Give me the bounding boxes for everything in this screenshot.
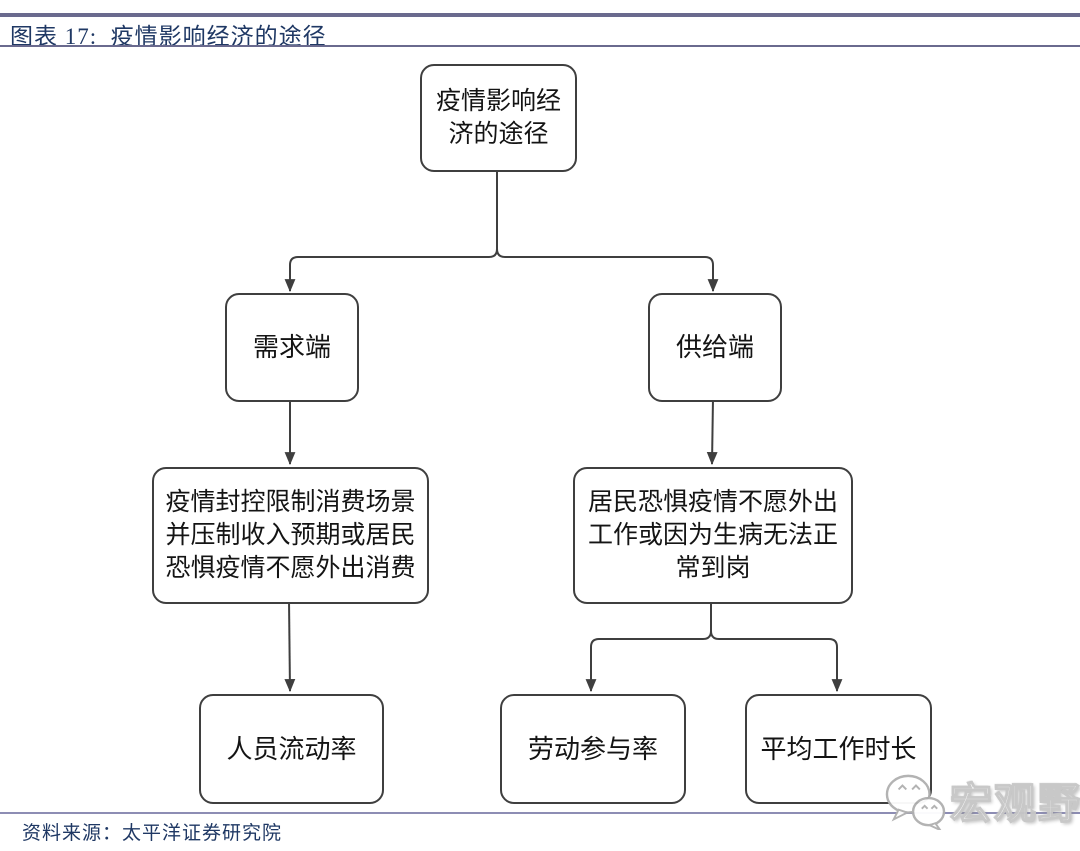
watermark-label: 宏观野望 xyxy=(949,779,1080,828)
source-note: 资料来源：太平洋证券研究院 xyxy=(22,823,283,844)
connector-detail-hours xyxy=(710,600,843,693)
node-demand: 需求端 xyxy=(225,293,359,402)
node-supply-detail-line2: 工作或因为生病无法正 xyxy=(587,521,838,549)
node-supply-detail: 居民恐惧疫情不愿外出 工作或因为生病无法正 常到岗 xyxy=(573,467,853,604)
node-supply-detail-line1: 居民恐惧疫情不愿外出 xyxy=(587,488,838,516)
watermark: 宏观野望 xyxy=(884,770,1080,831)
node-mobility-label: 人员流动率 xyxy=(226,733,357,764)
connector-detail-participation xyxy=(585,600,712,693)
connector-root-supply xyxy=(496,168,719,293)
node-supply: 供给端 xyxy=(648,293,782,402)
node-supply-detail-line3: 常到岗 xyxy=(675,554,751,582)
node-root-line2: 济的途径 xyxy=(448,120,549,148)
connector-detail-mobility xyxy=(284,599,296,693)
node-root: 疫情影响经 济的途径 xyxy=(420,64,577,172)
footer-rule xyxy=(0,812,1080,814)
header-bottom-rule xyxy=(0,45,1080,47)
node-demand-detail: 疫情封控限制消费场景 并压制收入预期或居民 恐惧疫情不愿外出消费 xyxy=(152,467,429,604)
node-participation-label: 劳动参与率 xyxy=(527,733,658,764)
node-supply-label: 供给端 xyxy=(675,332,754,363)
node-demand-label: 需求端 xyxy=(252,332,331,363)
node-demand-detail-line3: 恐惧疫情不愿外出消费 xyxy=(165,554,416,582)
connector-root-demand xyxy=(284,168,498,293)
node-mobility: 人员流动率 xyxy=(199,694,384,804)
figure-title: 图表 17: 疫情影响经济的途径 xyxy=(10,24,327,49)
header-top-rule xyxy=(0,13,1080,17)
node-participation: 劳动参与率 xyxy=(500,694,686,804)
node-demand-detail-line2: 并压制收入预期或居民 xyxy=(165,521,416,549)
node-hours-label: 平均工作时长 xyxy=(760,733,917,764)
node-demand-detail-line1: 疫情封控限制消费场景 xyxy=(165,488,416,516)
node-root-line1: 疫情影响经 xyxy=(435,87,561,115)
wechat-icon xyxy=(885,774,946,830)
connector-supply-detail xyxy=(706,397,718,466)
